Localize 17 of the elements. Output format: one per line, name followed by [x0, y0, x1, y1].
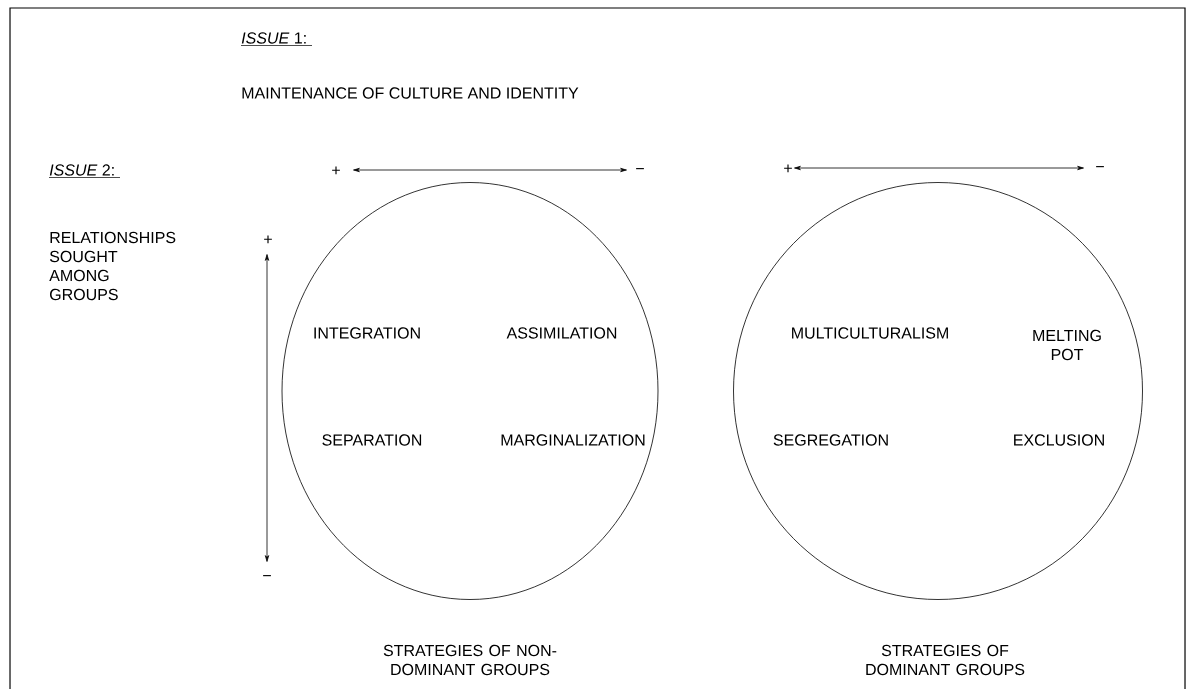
- strategy-label: SEPARATION: [322, 434, 422, 446]
- strategy-label: ASSIMILATION: [506, 327, 617, 339]
- issue-heading: ISSUE 1:: [241, 32, 306, 44]
- strategy-label: MULTICULTURALISM: [792, 327, 948, 339]
- strategy-label: EXCLUSION: [1014, 434, 1104, 446]
- circle-caption: STRATEGIES OF NON-DOMINANT GROUPS: [383, 644, 557, 676]
- issue-heading: ISSUE 2:: [49, 164, 114, 176]
- circle-caption: STRATEGIES OF DOMINANT GROUPS: [866, 644, 1025, 676]
- circle: [733, 182, 1143, 676]
- strategy-label: MELTING POT: [1033, 329, 1101, 361]
- axis-title: RELATIONSHIPS SOUGHT AMONG GROUPS: [49, 231, 176, 301]
- circle: [281, 182, 659, 676]
- strategy-label: SEGREGATION: [773, 434, 888, 446]
- axis-title: MAINTENANCE OF CULTURE AND IDENTITY: [242, 87, 579, 99]
- pole-sign: −: [1096, 166, 1104, 168]
- strategy-label: MARGINALIZATION: [501, 434, 645, 446]
- strategy-label: INTEGRATION: [314, 327, 420, 339]
